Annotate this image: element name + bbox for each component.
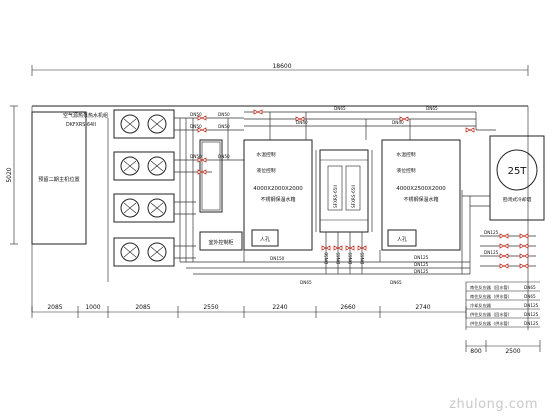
pipe-label: DN50: [218, 124, 230, 129]
unit-group-title: 空气源热泵热水机组: [63, 112, 108, 119]
pipe-label: DN50: [324, 252, 329, 264]
pipe-label: DN125: [484, 230, 499, 235]
height-dimension: 5020: [6, 105, 18, 245]
heat-pump-unit: [113, 237, 175, 267]
watermark: zhulong.com: [449, 397, 538, 412]
legend-item-size: DN65: [524, 285, 536, 290]
legend-item-size: DN125: [524, 303, 539, 308]
legend-item-size: DN125: [524, 312, 539, 317]
heat-pump-unit: [113, 193, 175, 223]
segment-dimension-label: 2550: [203, 304, 218, 311]
pipe-label: DN50: [190, 112, 202, 117]
legend-item-size: DN65: [524, 294, 536, 299]
hot-water-tank-right: 水温控制 液位控制 4000X2500X2000 不锈钢保温水箱 人孔: [381, 139, 461, 251]
legend-item-label: 冷却反应器: [470, 302, 492, 309]
tank-left-name: 不锈钢保温水箱: [260, 196, 295, 203]
pipe-label: DN65: [360, 252, 365, 264]
overall-dimension-label: 18600: [272, 63, 291, 70]
pump-model-label: SFXRS-65II: [333, 185, 338, 208]
reserved-area: 预留二期主机位置: [31, 111, 87, 245]
pipe-label: DN65: [390, 280, 402, 285]
segment-dimensions: 2085 1000 2085 2550 2240 2660 2740: [31, 304, 467, 318]
pipe-size-labels: DN50 DN50 DN50 DN50 DN50 DN50 DN65 DN65 …: [190, 106, 499, 285]
pipe-label: DN65: [426, 106, 438, 111]
legend-item-label: 供住反应器（回水管）: [470, 311, 512, 318]
heat-pump-unit: [113, 151, 175, 181]
pipe-label: DN125: [414, 269, 429, 274]
manhole-left-label: 人孔: [260, 236, 270, 243]
cooling-tower: 25T 密闭式冷却塔: [489, 135, 545, 221]
tank-right-name: 不锈钢保温水箱: [403, 196, 438, 203]
pipe-label: DN65: [334, 106, 346, 111]
pipe-label: DN65: [348, 252, 353, 264]
pipe-network: [174, 111, 496, 275]
unit-model: DKFXRS-64II: [66, 122, 96, 128]
outdoor-control-label: 室外控制柜: [208, 239, 233, 246]
pipe-label: DN65: [336, 252, 341, 264]
pump-model-label: SFXRS-65II: [351, 185, 356, 208]
pipe-legend: 南住反应器（回水管） DN65 南住反应器（供水管） DN65 冷却反应器 DN…: [465, 281, 540, 330]
valve-manifold: [480, 233, 536, 269]
pump-section: SFXRS-65II SFXRS-65II: [319, 149, 369, 233]
segment-dimension-label: 2740: [415, 304, 430, 311]
cooling-tower-capacity: 25T: [508, 166, 528, 177]
legend-item-label: 供住反应器（供水管）: [470, 320, 512, 327]
right-segment-label: 2500: [505, 348, 520, 355]
hot-water-tank-left: 水温控制 液位控制 4000X2000X2000 不锈钢保温水箱 人孔: [243, 139, 313, 251]
segment-dimension-label: 2085: [47, 304, 62, 311]
water-level-control-label-right: 液位控制: [396, 167, 415, 174]
water-level-control-label: 液位控制: [256, 167, 275, 174]
manhole-right-label: 人孔: [397, 236, 407, 243]
reserved-area-label: 预留二期主机位置: [38, 175, 80, 183]
overall-dimension: 18600: [31, 63, 529, 76]
segment-dimension-label: 2240: [272, 304, 287, 311]
cooling-tower-name: 密闭式冷却塔: [503, 196, 532, 203]
legend-item-label: 南住反应器（回水管）: [470, 284, 512, 291]
pipe-label: DN50: [218, 154, 230, 159]
legend-item-size: DN125: [524, 321, 539, 326]
heat-pump-unit: [113, 109, 175, 139]
height-dimension-label: 5020: [6, 167, 13, 182]
pipe-label: DN40: [392, 120, 404, 125]
right-segment-label: 800: [470, 348, 482, 355]
segment-dimension-label: 2660: [340, 304, 355, 311]
pipe-label: DN125: [414, 255, 429, 260]
pipe-label: DN40: [296, 120, 308, 125]
pipe-label: DN125: [414, 262, 429, 267]
legend-item-label: 南住反应器（供水管）: [470, 293, 512, 300]
pipe-label: DN50: [190, 154, 202, 159]
pipe-label: DN150: [270, 256, 285, 261]
tank-left-size: 4000X2000X2000: [253, 186, 303, 192]
pipe-label: DN125: [484, 250, 499, 255]
outdoor-control: 室外控制柜: [199, 139, 243, 251]
water-temp-control-label-right: 水温控制: [396, 151, 415, 158]
segment-dimension-label: 2085: [135, 304, 150, 311]
pipe-label: DN50: [218, 112, 230, 117]
pipe-label: DN65: [300, 280, 312, 285]
tank-right-size: 4000X2500X2000: [396, 186, 446, 192]
segment-dimension-label: 1000: [85, 304, 100, 311]
pipe-label: DN50: [190, 124, 202, 129]
valve-symbols: [197, 109, 475, 251]
right-segment-dimensions: 800 2500: [465, 340, 541, 355]
water-temp-control-label: 水温控制: [256, 151, 275, 158]
heat-pump-group: 空气源热泵热水机组 DKFXRS-64II: [63, 109, 175, 282]
